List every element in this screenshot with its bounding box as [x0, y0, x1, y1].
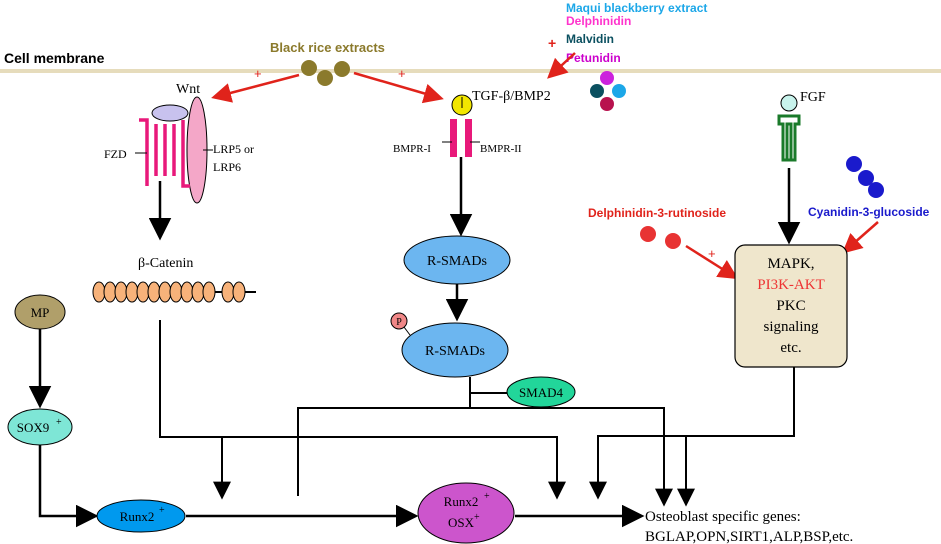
wnt-ligand [151, 104, 189, 122]
box-line4: signaling [764, 319, 819, 335]
black-rice-label: Black rice extracts [270, 40, 385, 55]
box-line3: PKC [776, 298, 805, 314]
genes-line1: Osteoblast specific genes: [645, 509, 801, 525]
fzd-label: FZD [104, 147, 127, 161]
bmpr2-label: BMPR-II [480, 143, 522, 155]
genes-line2: BGLAP,OPN,SIRT1,ALP,BSP,etc. [645, 529, 853, 544]
runx2-label: Runx2 [120, 509, 155, 524]
tgf-label: TGF-β/BMP2 [472, 89, 551, 104]
delph-rut-arrow [685, 244, 739, 280]
black-rice-dots [301, 60, 350, 86]
catenin-label: β-Catenin [138, 256, 193, 271]
rsmads-phospho-label: R-SMADs [425, 344, 485, 359]
maqui-to-tgf-arrow [547, 52, 576, 79]
box-line1: MAPK, [767, 256, 814, 272]
rsmads-phospho-node [401, 322, 509, 378]
cyanidin-label: Cyanidin-3-glucoside [808, 205, 930, 219]
osx-label: OSX [448, 515, 475, 530]
runx2b-label: Runx2 [444, 494, 479, 509]
lrp-label-1: LRP5 or [213, 142, 254, 156]
runx2b-superscript: + [484, 491, 490, 502]
cyanidin-arrow [841, 221, 879, 254]
anthocyanin-cluster [590, 71, 626, 111]
bmpr1-label: BMPR-I [393, 143, 431, 155]
fgf-receptor [777, 114, 801, 162]
mp-label: MP [31, 305, 50, 320]
petunidin-label: Petunidin [566, 51, 621, 65]
delph-rut-dots [640, 226, 681, 249]
lrp-label-2: LRP6 [213, 160, 241, 174]
black-rice-to-tgf-arrow [353, 71, 444, 104]
osx-superscript: + [474, 512, 480, 523]
runx2-node [96, 499, 186, 533]
rsmads-label: R-SMADs [427, 254, 487, 269]
phosphate-node [390, 312, 408, 330]
signaling-box [734, 244, 848, 368]
smad4-label: SMAD4 [519, 385, 564, 400]
runx2-superscript: + [159, 505, 165, 516]
plus-sign-delph: + [708, 246, 716, 261]
plus-sign-maqui: + [548, 35, 556, 51]
maqui-label: Maqui blackberry extract [566, 1, 707, 15]
bmp-receptors [450, 119, 472, 157]
membrane-label: Cell membrane [4, 50, 105, 66]
plus-sign-wnt: + [254, 66, 262, 81]
sox9-superscript: + [56, 417, 62, 428]
sox9-label: SOX9 [17, 420, 50, 435]
wnt-label: Wnt [176, 82, 200, 97]
connector-lines [159, 320, 795, 507]
box-line2: PI3K-AKT [757, 277, 825, 293]
delphinidin-label: Delphinidin [566, 14, 631, 28]
sox9-to-runx2-arrow [38, 445, 99, 528]
cyanidin-dots [846, 156, 884, 198]
plus-sign-tgf: + [398, 66, 406, 81]
fgf-ligand [780, 94, 798, 112]
fgf-label: FGF [800, 90, 826, 105]
fzd-receptor [139, 118, 190, 188]
delph-rut-label: Delphinidin-3-rutinoside [588, 206, 726, 220]
phosphate-label: P [396, 317, 402, 328]
box-line5: etc. [780, 340, 801, 356]
catenin-chain [92, 281, 256, 303]
runx2-osx-node [417, 482, 515, 544]
black-rice-to-wnt-arrow [211, 73, 300, 103]
malvidin-label: Malvidin [566, 32, 614, 46]
